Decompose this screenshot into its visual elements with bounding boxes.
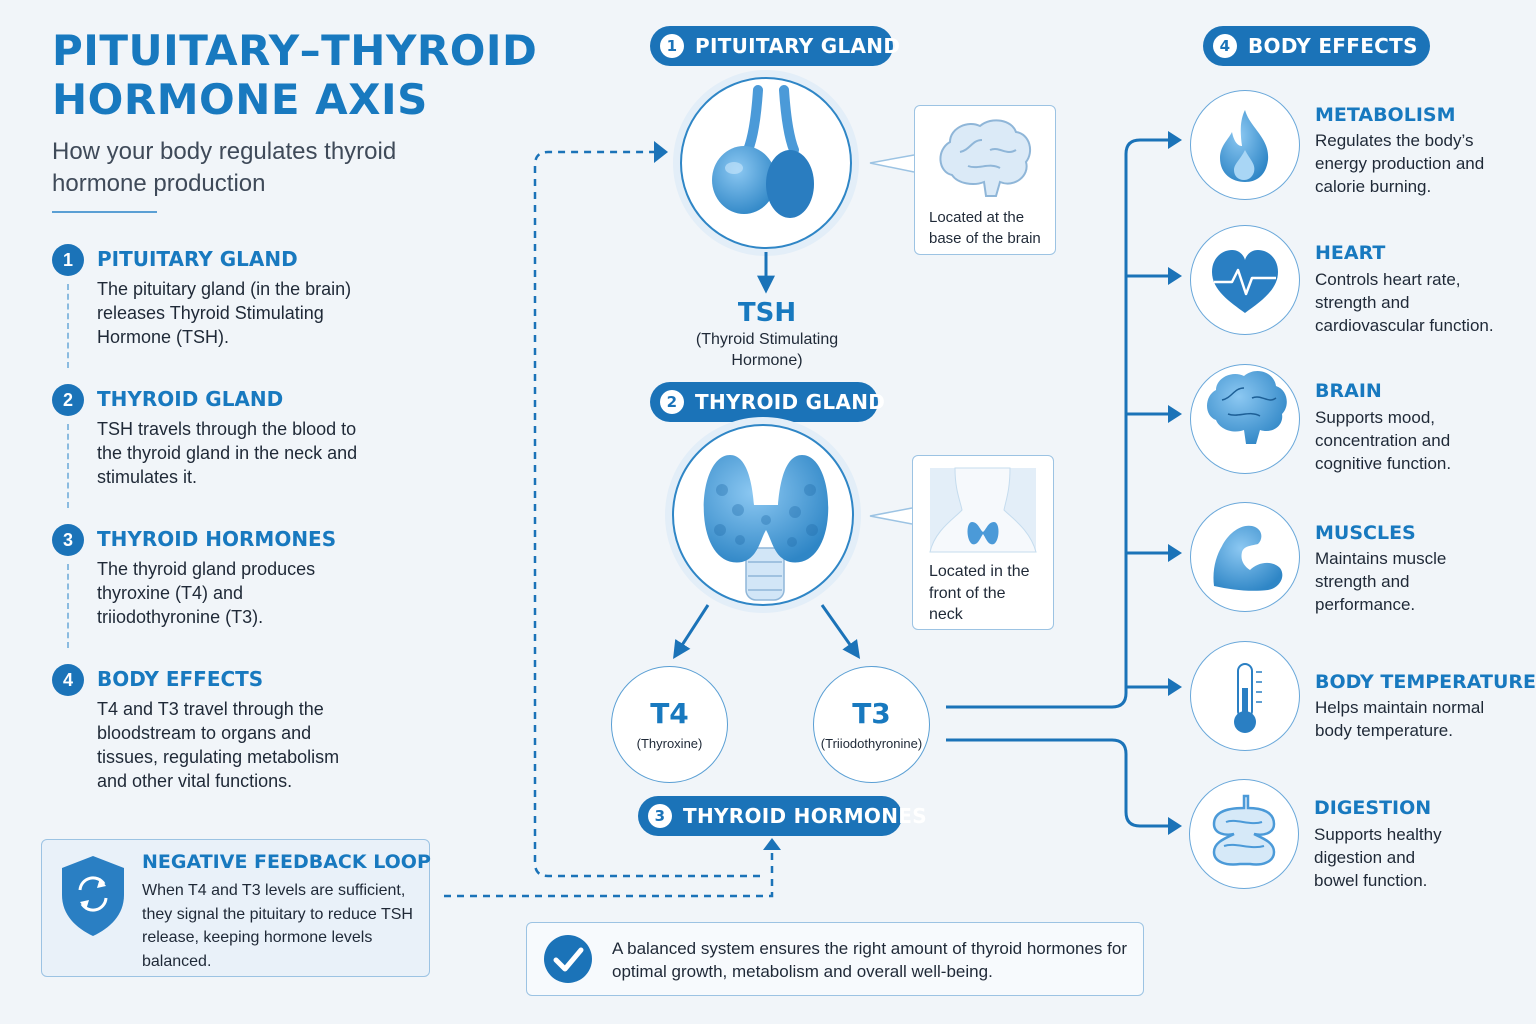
pill-label: THYROID HORMONES — [683, 804, 927, 828]
brain-text: Supports mood, concentration and cogniti… — [1315, 408, 1452, 473]
step-2-number: 2 — [52, 384, 84, 416]
step-connector — [67, 424, 69, 508]
muscles-circle — [1190, 502, 1300, 612]
pill-label: PITUITARY GLAND — [695, 34, 901, 58]
feedback-arrowhead — [654, 141, 668, 163]
muscle-icon — [1213, 525, 1283, 591]
t4-circle: T4 (Thyroxine) — [611, 666, 728, 783]
muscles-title: MUSCLES — [1315, 522, 1416, 544]
body-effects-pill: 4 BODY EFFECTS — [1203, 26, 1430, 66]
pill-number: 2 — [660, 390, 684, 414]
pill-label: BODY EFFECTS — [1248, 34, 1418, 58]
balance-summary-box — [526, 922, 1144, 996]
muscles-text: Maintains muscle strength and performanc… — [1315, 549, 1447, 614]
t4-name: (Thyroxine) — [636, 736, 703, 751]
feedback-loop-title: NEGATIVE FEEDBACK LOOP — [142, 851, 431, 873]
t3-arrow — [820, 604, 861, 659]
thyroid-gland-pill: 2 THYROID GLAND — [650, 382, 885, 422]
callout-pointer — [869, 154, 915, 173]
pituitary-gland-pill: 1 PITUITARY GLAND — [650, 26, 900, 66]
intestine-icon — [1212, 794, 1276, 866]
step-connector — [67, 564, 69, 648]
flame-icon — [1220, 110, 1269, 182]
t4-label: T4 — [650, 697, 689, 730]
t3-label: T3 — [852, 697, 891, 730]
step-4-text: T4 and T3 travel through the bloodstream… — [97, 699, 340, 791]
digestion-title: DIGESTION — [1314, 797, 1432, 819]
step-1-title: PITUITARY GLAND — [97, 247, 298, 271]
check-circle-icon — [544, 935, 592, 983]
pill-number: 3 — [648, 804, 672, 828]
title-divider — [52, 211, 157, 213]
step-1-text: The pituitary gland (in the brain) relea… — [97, 279, 352, 347]
pituitary-gland-icon — [712, 85, 814, 218]
thyroid-location-text: Located in the front of the neck — [929, 563, 1030, 623]
pituitary-location-text: Located at the base of the brain — [929, 209, 1041, 247]
metabolism-title: METABOLISM — [1315, 104, 1456, 126]
subtitle: How your body regulates thyroid hormone … — [52, 138, 397, 197]
effects-arrowheads — [1168, 131, 1182, 835]
effects-distribution-lines — [946, 138, 1172, 828]
t4-arrow — [673, 604, 710, 660]
step-3-text: The thyroid gland produces thyroxine (T4… — [97, 559, 316, 627]
thermometer-icon — [1234, 663, 1262, 733]
pill-number: 4 — [1213, 34, 1237, 58]
step-4-number: 4 — [52, 664, 84, 696]
callout-pointer — [869, 507, 913, 525]
body-temperature-text: Helps maintain normal body temperature. — [1315, 698, 1485, 740]
step-2-text: TSH travels through the blood to the thy… — [97, 419, 358, 487]
main-title: PITUITARY–THYROID HORMONE AXIS — [52, 26, 537, 124]
heart-title: HEART — [1315, 242, 1386, 264]
pill-label: THYROID GLAND — [695, 390, 886, 414]
step-3-title: THYROID HORMONES — [97, 527, 337, 551]
thyroid-hormones-pill: 3 THYROID HORMONES — [638, 796, 927, 836]
body-temperature-title: BODY TEMPERATURE — [1315, 671, 1536, 693]
step-2-title: THYROID GLAND — [97, 387, 284, 411]
main-title-line1: PITUITARY–THYROID — [52, 26, 538, 75]
balance-summary-text: A balanced system ensures the right amou… — [612, 939, 1127, 981]
main-title-line2: HORMONE AXIS — [52, 75, 428, 124]
neck-icon — [929, 467, 1037, 553]
brain-title: BRAIN — [1315, 380, 1382, 402]
brain-icon — [1207, 371, 1287, 444]
step-3-number: 3 — [52, 524, 84, 556]
feedback-arrowhead — [763, 838, 781, 850]
digestion-text: Supports healthy digestion and bowel fun… — [1314, 825, 1442, 890]
metabolism-text: Regulates the body’s energy production a… — [1315, 131, 1485, 196]
pill-number: 1 — [660, 34, 684, 58]
tsh-label: TSH — [737, 298, 797, 328]
step-4-title: BODY EFFECTS — [97, 667, 264, 691]
t3-name: (Triiodothyronine) — [820, 736, 923, 751]
tsh-full-name: (Thyroid Stimulating Hormone) — [695, 331, 839, 369]
t3-circle: T3 (Triiodothyronine) — [813, 666, 930, 783]
step-connector — [67, 284, 69, 368]
step-1-number: 1 — [52, 244, 84, 276]
feedback-loop-text: When T4 and T3 levels are sufficient, th… — [142, 882, 413, 970]
heart-icon — [1212, 250, 1278, 313]
heart-text: Controls heart rate, strength and cardio… — [1315, 270, 1494, 335]
shield-refresh-icon — [62, 856, 124, 936]
thyroid-gland-icon — [703, 455, 829, 601]
brain-icon — [939, 119, 1032, 197]
feedback-loop-arrow — [444, 150, 774, 898]
